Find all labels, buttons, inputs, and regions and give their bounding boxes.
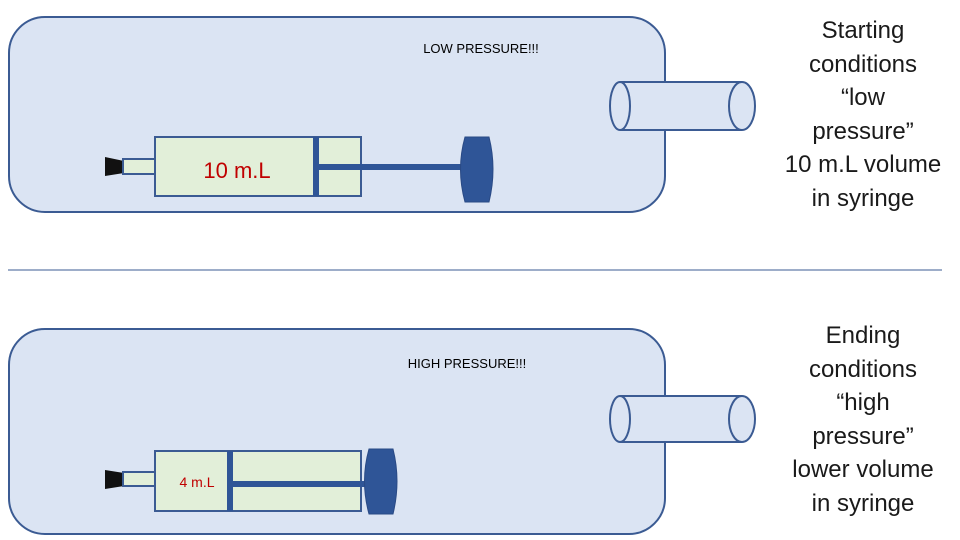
- bottom-pressure-label: HIGH PRESSURE!!!: [408, 356, 526, 371]
- description-line: Starting: [821, 17, 905, 44]
- top-plunger-stopper: [313, 137, 319, 196]
- description-line: conditions: [808, 50, 918, 78]
- bottom-panel: HIGH PRESSURE!!! 4 m.L: [8, 328, 756, 535]
- bottom-syringe-tip: [105, 470, 124, 489]
- top-syringe-nozzle: [122, 158, 157, 175]
- bottom-syringe-nozzle: [122, 471, 157, 487]
- top-pressure-label: LOW PRESSURE!!!: [423, 41, 539, 56]
- starting-conditions-description: Starting conditions “low pressure” 10 m.…: [768, 14, 958, 215]
- ending-conditions-description: Ending conditions “high pressure” lower …: [768, 319, 958, 520]
- top-volume-label: 10 m.L: [203, 158, 270, 183]
- bottom-volume-label: 4 m.L: [179, 474, 214, 490]
- description-line: conditions: [808, 355, 918, 383]
- top-panel: LOW PRESSURE!!! 10 m.L: [8, 16, 756, 213]
- bottom-syringe: 4 m.L: [105, 448, 398, 515]
- description-line: pressure”: [812, 117, 914, 145]
- bottom-plunger-thumb: [364, 448, 398, 515]
- top-syringe: 10 m.L: [105, 136, 494, 203]
- description-line: “low: [840, 84, 885, 111]
- top-plunger-thumb: [460, 136, 494, 203]
- description-line: Ending: [825, 322, 901, 349]
- description-line: in syringe: [811, 184, 915, 212]
- bottom-outlet-tube: [609, 395, 756, 443]
- description-line: pressure”: [812, 422, 914, 450]
- bottom-plunger-rod: [233, 481, 365, 487]
- description-line: 10 m.L volume: [784, 151, 942, 178]
- description-line: “high: [836, 389, 890, 416]
- top-syringe-tip: [105, 157, 124, 176]
- description-line: in syringe: [811, 489, 915, 517]
- description-line: lower volume: [792, 456, 934, 483]
- top-plunger-rod: [319, 164, 463, 170]
- bottom-plunger-stopper: [227, 451, 233, 511]
- top-outlet-tube: [609, 81, 756, 131]
